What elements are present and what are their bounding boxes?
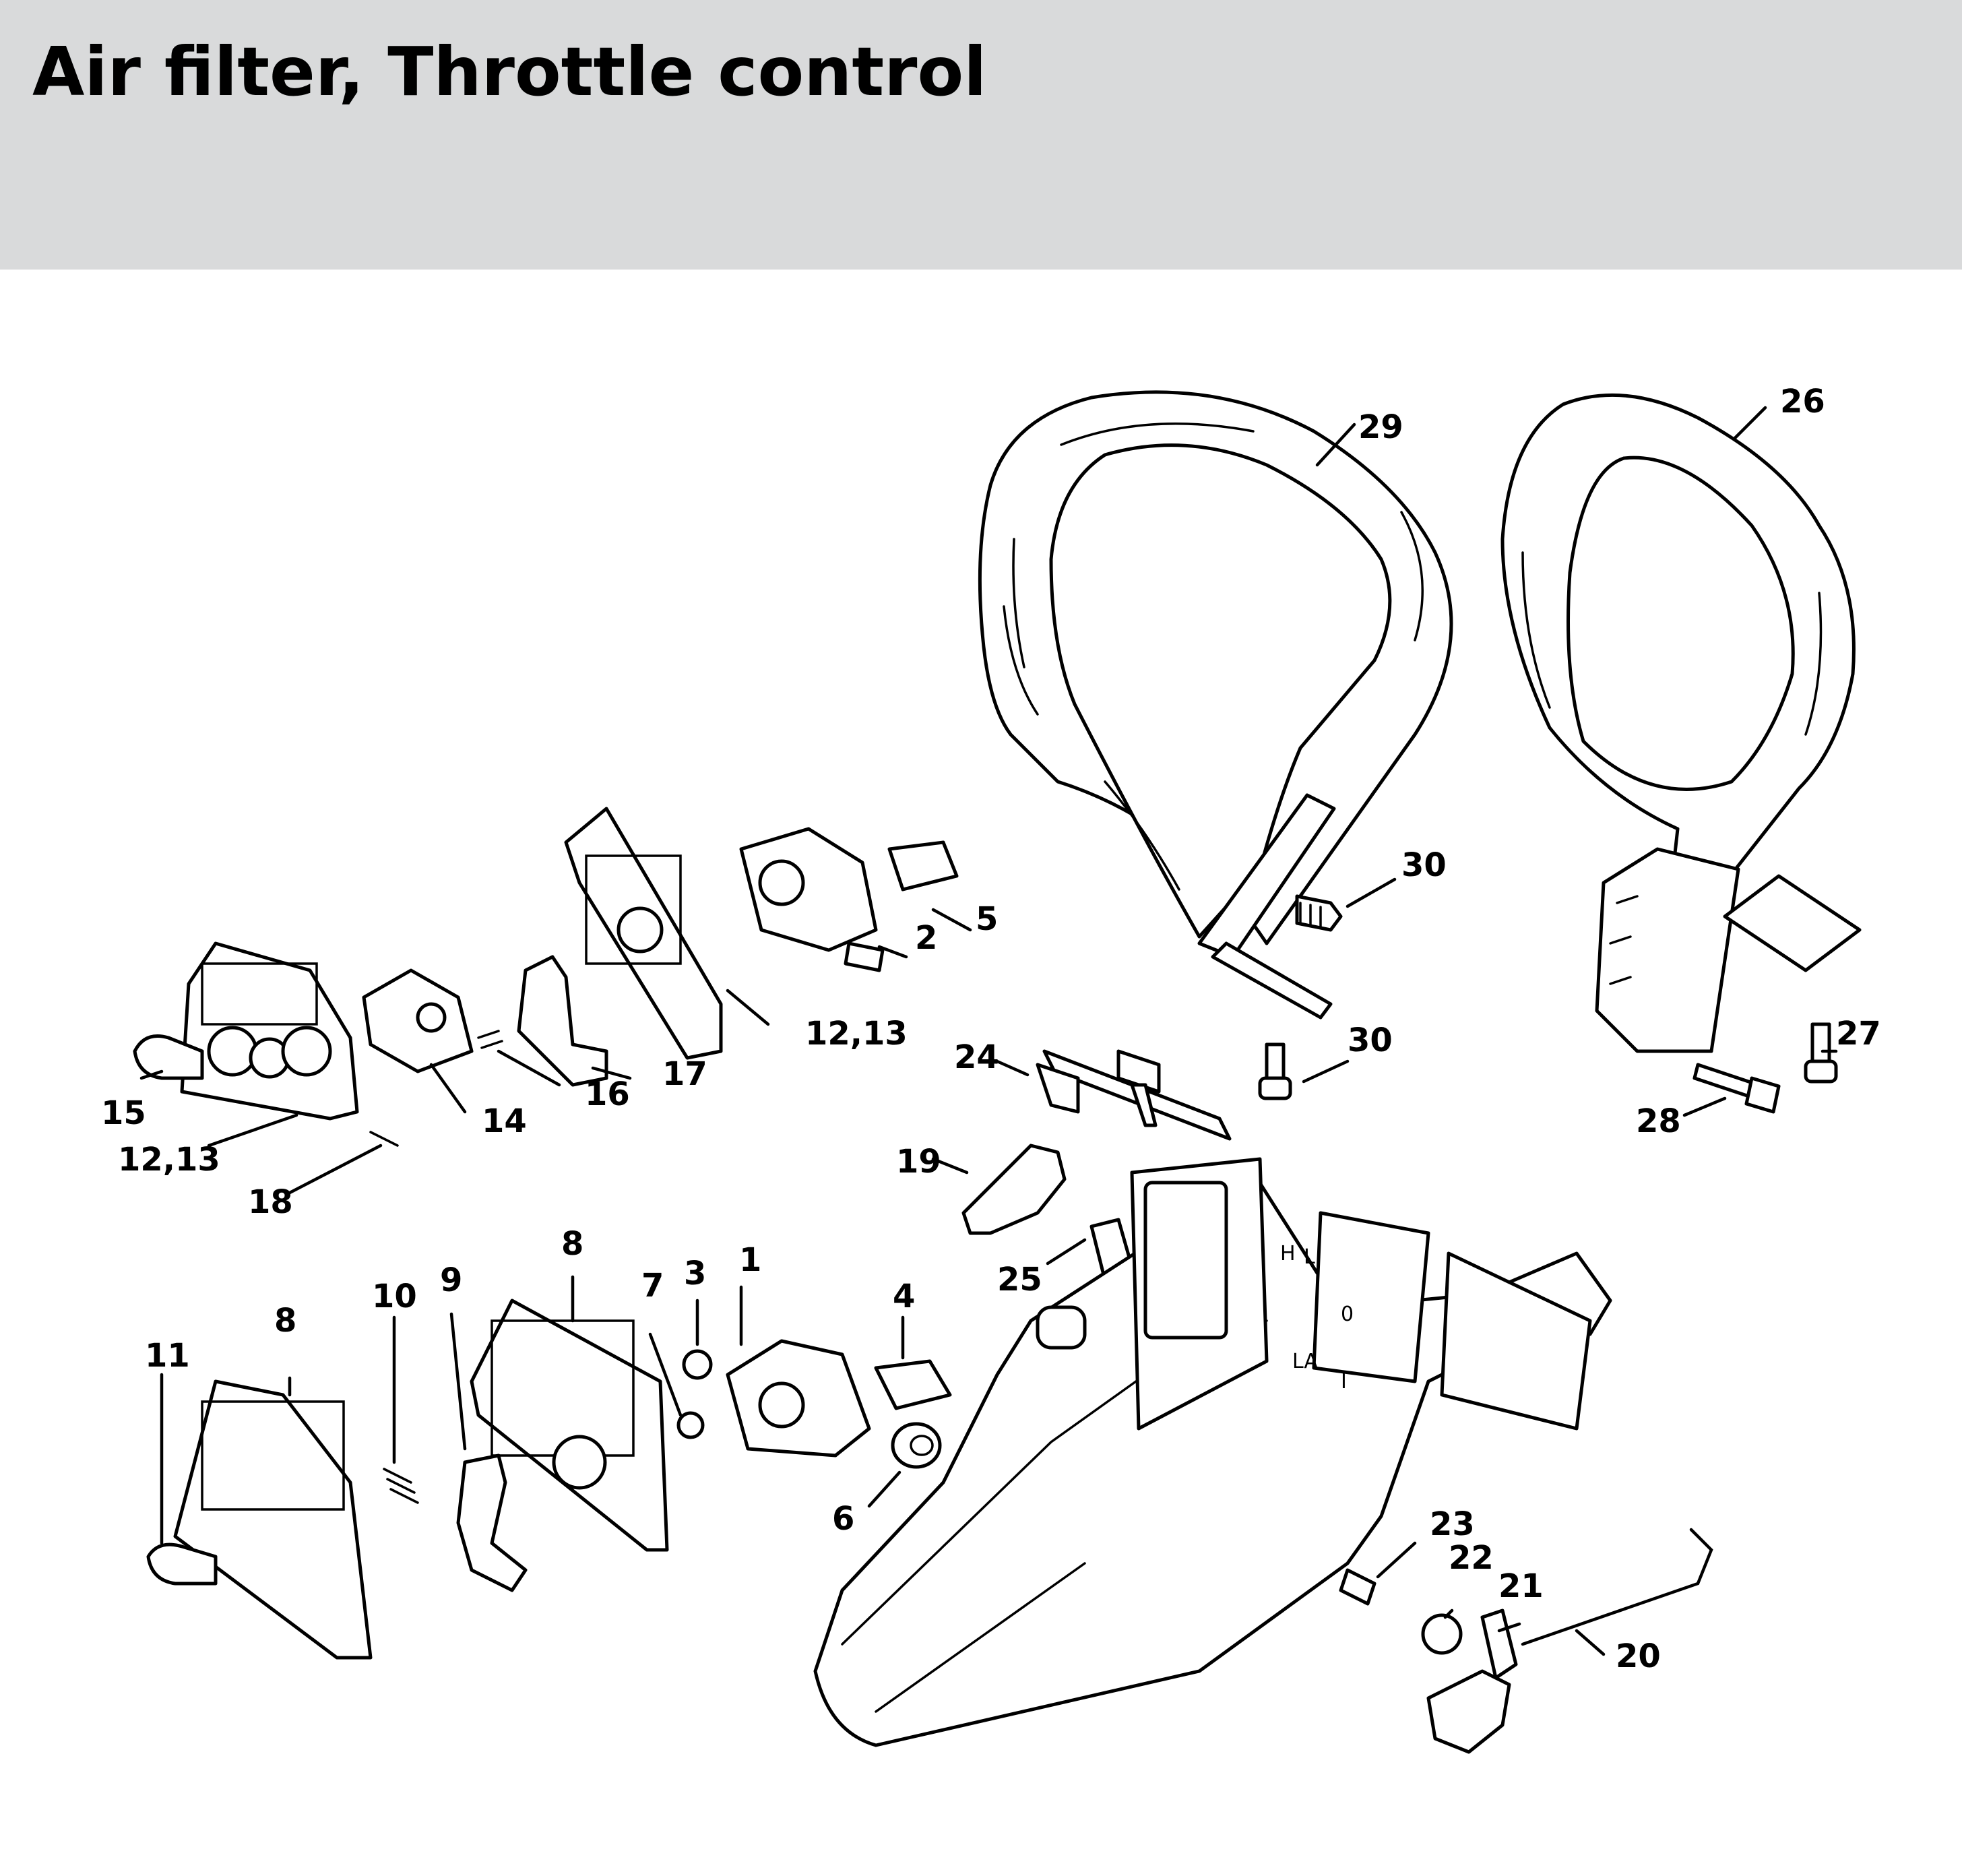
- part-23-pin: [1339, 1568, 1376, 1606]
- callout-5: 5: [976, 900, 998, 938]
- part-7-nut: [676, 1411, 705, 1439]
- part-18-clip: [369, 1131, 399, 1147]
- header-band: Air filter, Throttle control: [0, 0, 1962, 270]
- callout-28: 28: [1636, 1102, 1681, 1140]
- part-20-rod: [1521, 1528, 1713, 1646]
- callout-21: 21: [1498, 1567, 1544, 1605]
- callout-20: 20: [1616, 1637, 1661, 1675]
- callout-26: 26: [1780, 383, 1825, 420]
- part-2-carburetor-upper: [739, 827, 885, 972]
- callout-23: 23: [1430, 1505, 1475, 1543]
- callout-25: 25: [997, 1261, 1042, 1299]
- callout-10: 10: [372, 1278, 417, 1315]
- callout-6: 6: [832, 1500, 854, 1538]
- part-1-carburetor-lower: [726, 1339, 871, 1458]
- housing-body: [813, 1157, 1612, 1747]
- part-3-o-ring: [682, 1349, 713, 1380]
- part-12-13-filter-cover-upper: [180, 941, 359, 1121]
- part-14-plate: [362, 968, 474, 1073]
- marking-zero: 0: [1341, 1303, 1354, 1326]
- callout-14: 14: [482, 1102, 527, 1140]
- part-21-lever: [1426, 1608, 1518, 1754]
- part-12-13-filter-housing-upper: [564, 807, 723, 1060]
- part-4-gasket-lower: [874, 1359, 952, 1410]
- part-19-throttle-trigger: [961, 1144, 1067, 1235]
- callout-29: 29: [1358, 408, 1403, 446]
- callout-30-upper: 30: [1401, 846, 1447, 884]
- callout-24: 24: [954, 1038, 999, 1076]
- callout-4: 4: [893, 1278, 915, 1315]
- part-29-front-handle: [978, 390, 1453, 1020]
- callout-3: 3: [684, 1255, 706, 1292]
- page-title: Air filter, Throttle control: [32, 32, 987, 111]
- part-9-choke-lever-lower: [456, 1453, 528, 1592]
- part-22-spring: [1421, 1613, 1463, 1655]
- callout-15: 15: [101, 1094, 146, 1132]
- callout-1: 1: [739, 1241, 761, 1279]
- marking-h: H: [1280, 1242, 1296, 1265]
- callout-27: 27: [1836, 1015, 1881, 1053]
- marking-la: LA: [1292, 1350, 1318, 1373]
- part-16-spring-upper: [477, 1030, 503, 1049]
- callout-8-lower: 8: [274, 1302, 296, 1340]
- callout-2: 2: [915, 919, 937, 957]
- part-11-nut-lower: [146, 1542, 218, 1586]
- part-30-screw-upper: [1295, 894, 1343, 932]
- part-27-screw: [1804, 1022, 1838, 1084]
- callout-labels: 29 26 30 30 27 28 24 19 25 5 2 12,13 14 …: [101, 383, 1881, 1675]
- callout-11: 11: [145, 1337, 190, 1375]
- part-8-filter-housing-lower: [470, 1299, 669, 1552]
- callout-22: 22: [1449, 1539, 1494, 1577]
- callout-19: 19: [896, 1143, 941, 1181]
- callout-12-13-upper: 12,13: [805, 1015, 908, 1053]
- callout-17: 17: [662, 1055, 707, 1093]
- callout-7: 7: [641, 1267, 664, 1305]
- callout-18: 18: [248, 1183, 293, 1221]
- part-8-filter-cover-lower: [173, 1379, 373, 1660]
- callout-30-lower: 30: [1348, 1022, 1393, 1059]
- part-6-sleeve: [891, 1422, 942, 1469]
- part-15-nut-upper: [133, 1034, 204, 1080]
- part-5-gasket: [887, 840, 959, 892]
- part-26-rear-handle: [1500, 393, 1862, 1053]
- marking-l: L: [1304, 1245, 1315, 1269]
- part-24-throttle-rod: [1036, 1049, 1232, 1141]
- marking-one: I: [1341, 1370, 1347, 1394]
- callout-12-13-lower: 12,13: [118, 1141, 220, 1179]
- part-10-spring-lower: [383, 1468, 419, 1504]
- part-17-choke-lever: [517, 955, 608, 1087]
- callout-9: 9: [440, 1261, 462, 1299]
- callout-16: 16: [585, 1075, 630, 1113]
- callout-8-upper: 8: [561, 1225, 583, 1263]
- part-28-screw: [1692, 1063, 1781, 1114]
- part-30-screw-lower: [1258, 1042, 1292, 1100]
- leader-lines: [139, 406, 1838, 1656]
- housing-markings: H L LA 0 I: [1280, 1242, 1354, 1394]
